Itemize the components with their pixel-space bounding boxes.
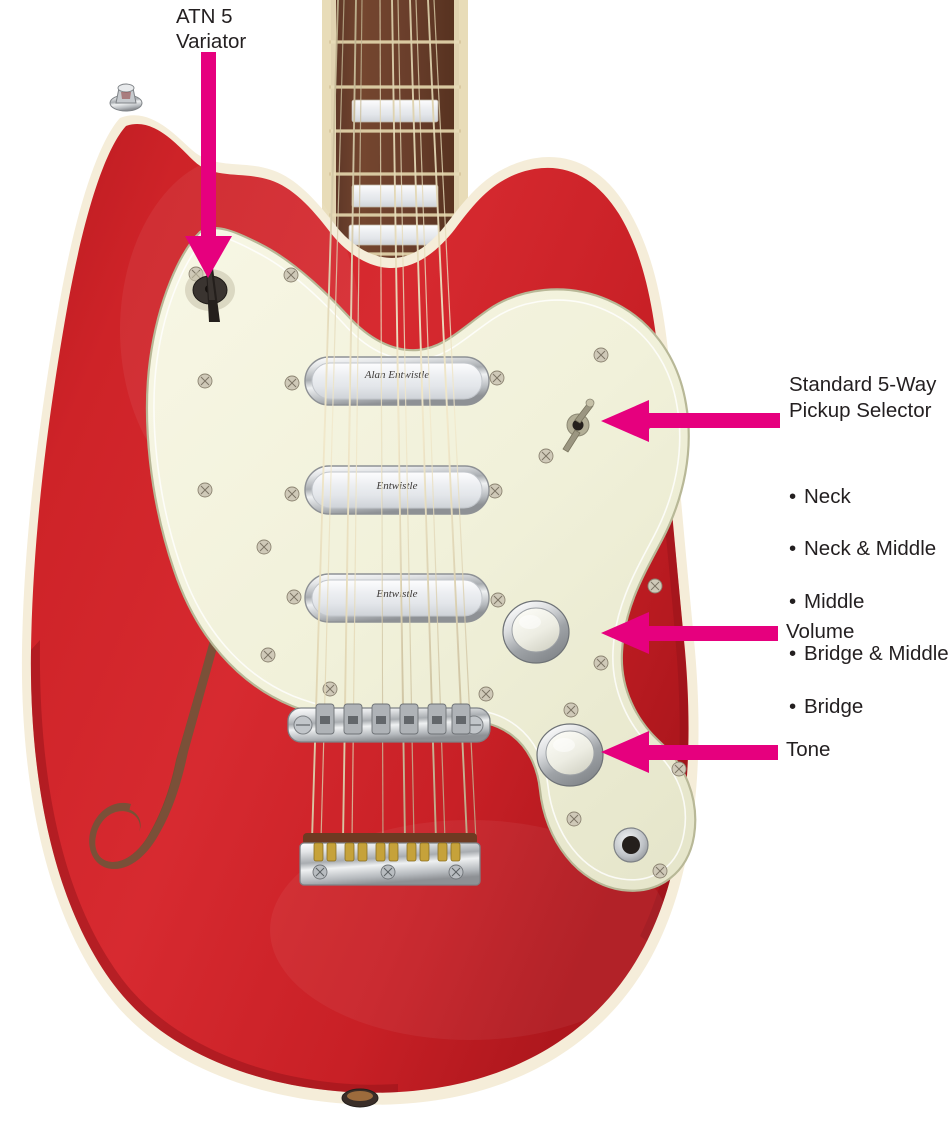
pickup-position-label: Middle (804, 589, 865, 613)
arrow-atn-5-variator (185, 52, 232, 278)
strap-button-bottom (341, 1088, 379, 1108)
pickup-position-label: Neck & Middle (804, 537, 937, 561)
pickup-position-label: Bridge (804, 694, 864, 718)
pickup-position-item: • Neck & Middle (789, 535, 949, 562)
pickup-position-item: • Neck (789, 483, 949, 510)
bullet-icon: • (789, 485, 797, 509)
variator-switch[interactable] (185, 268, 235, 322)
pickup-neck-label: Alan Entwistle (364, 369, 430, 381)
bullet-icon: • (789, 642, 797, 666)
callout-pickup-selector: Standard 5-Way Pickup Selector • Neck • Ne… (789, 347, 949, 771)
pickup-bridge-label: Entwistle (376, 588, 418, 600)
pickup-middle: Entwistle (304, 465, 490, 515)
pickup-position-label: Neck (804, 485, 851, 509)
tone-knob[interactable] (536, 723, 604, 787)
arrow-volume (601, 612, 778, 654)
pickup-position-item: • Bridge & Middle (789, 640, 949, 667)
bridge (287, 703, 491, 743)
bullet-icon: • (789, 589, 797, 613)
callout-tone-label: Tone (786, 738, 831, 761)
arrow-tone (601, 731, 778, 773)
strap-button-upper (109, 83, 143, 112)
strings (311, 0, 477, 841)
pickup-selector-position-list: • Neck • Neck & Middle • Middle • Bridge & M… (789, 458, 949, 746)
tailpiece (299, 833, 481, 886)
output-jack[interactable] (613, 827, 649, 863)
callout-volume-label: Volume (786, 620, 855, 643)
callout-atn-5-variator-label: ATN 5 Variator (176, 5, 247, 54)
bullet-icon: • (789, 537, 797, 561)
callout-pickup-selector-title: Standard 5-Way Pickup Selector (789, 373, 937, 422)
arrow-pickup-selector (601, 400, 780, 442)
five-way-selector-switch[interactable] (562, 398, 595, 453)
volume-knob[interactable] (502, 600, 570, 664)
pickup-position-item: • Bridge (789, 693, 949, 720)
pickup-position-item: • Middle (789, 588, 949, 615)
bullet-icon: • (789, 694, 797, 718)
pickup-position-label: Bridge & Middle (804, 642, 949, 666)
